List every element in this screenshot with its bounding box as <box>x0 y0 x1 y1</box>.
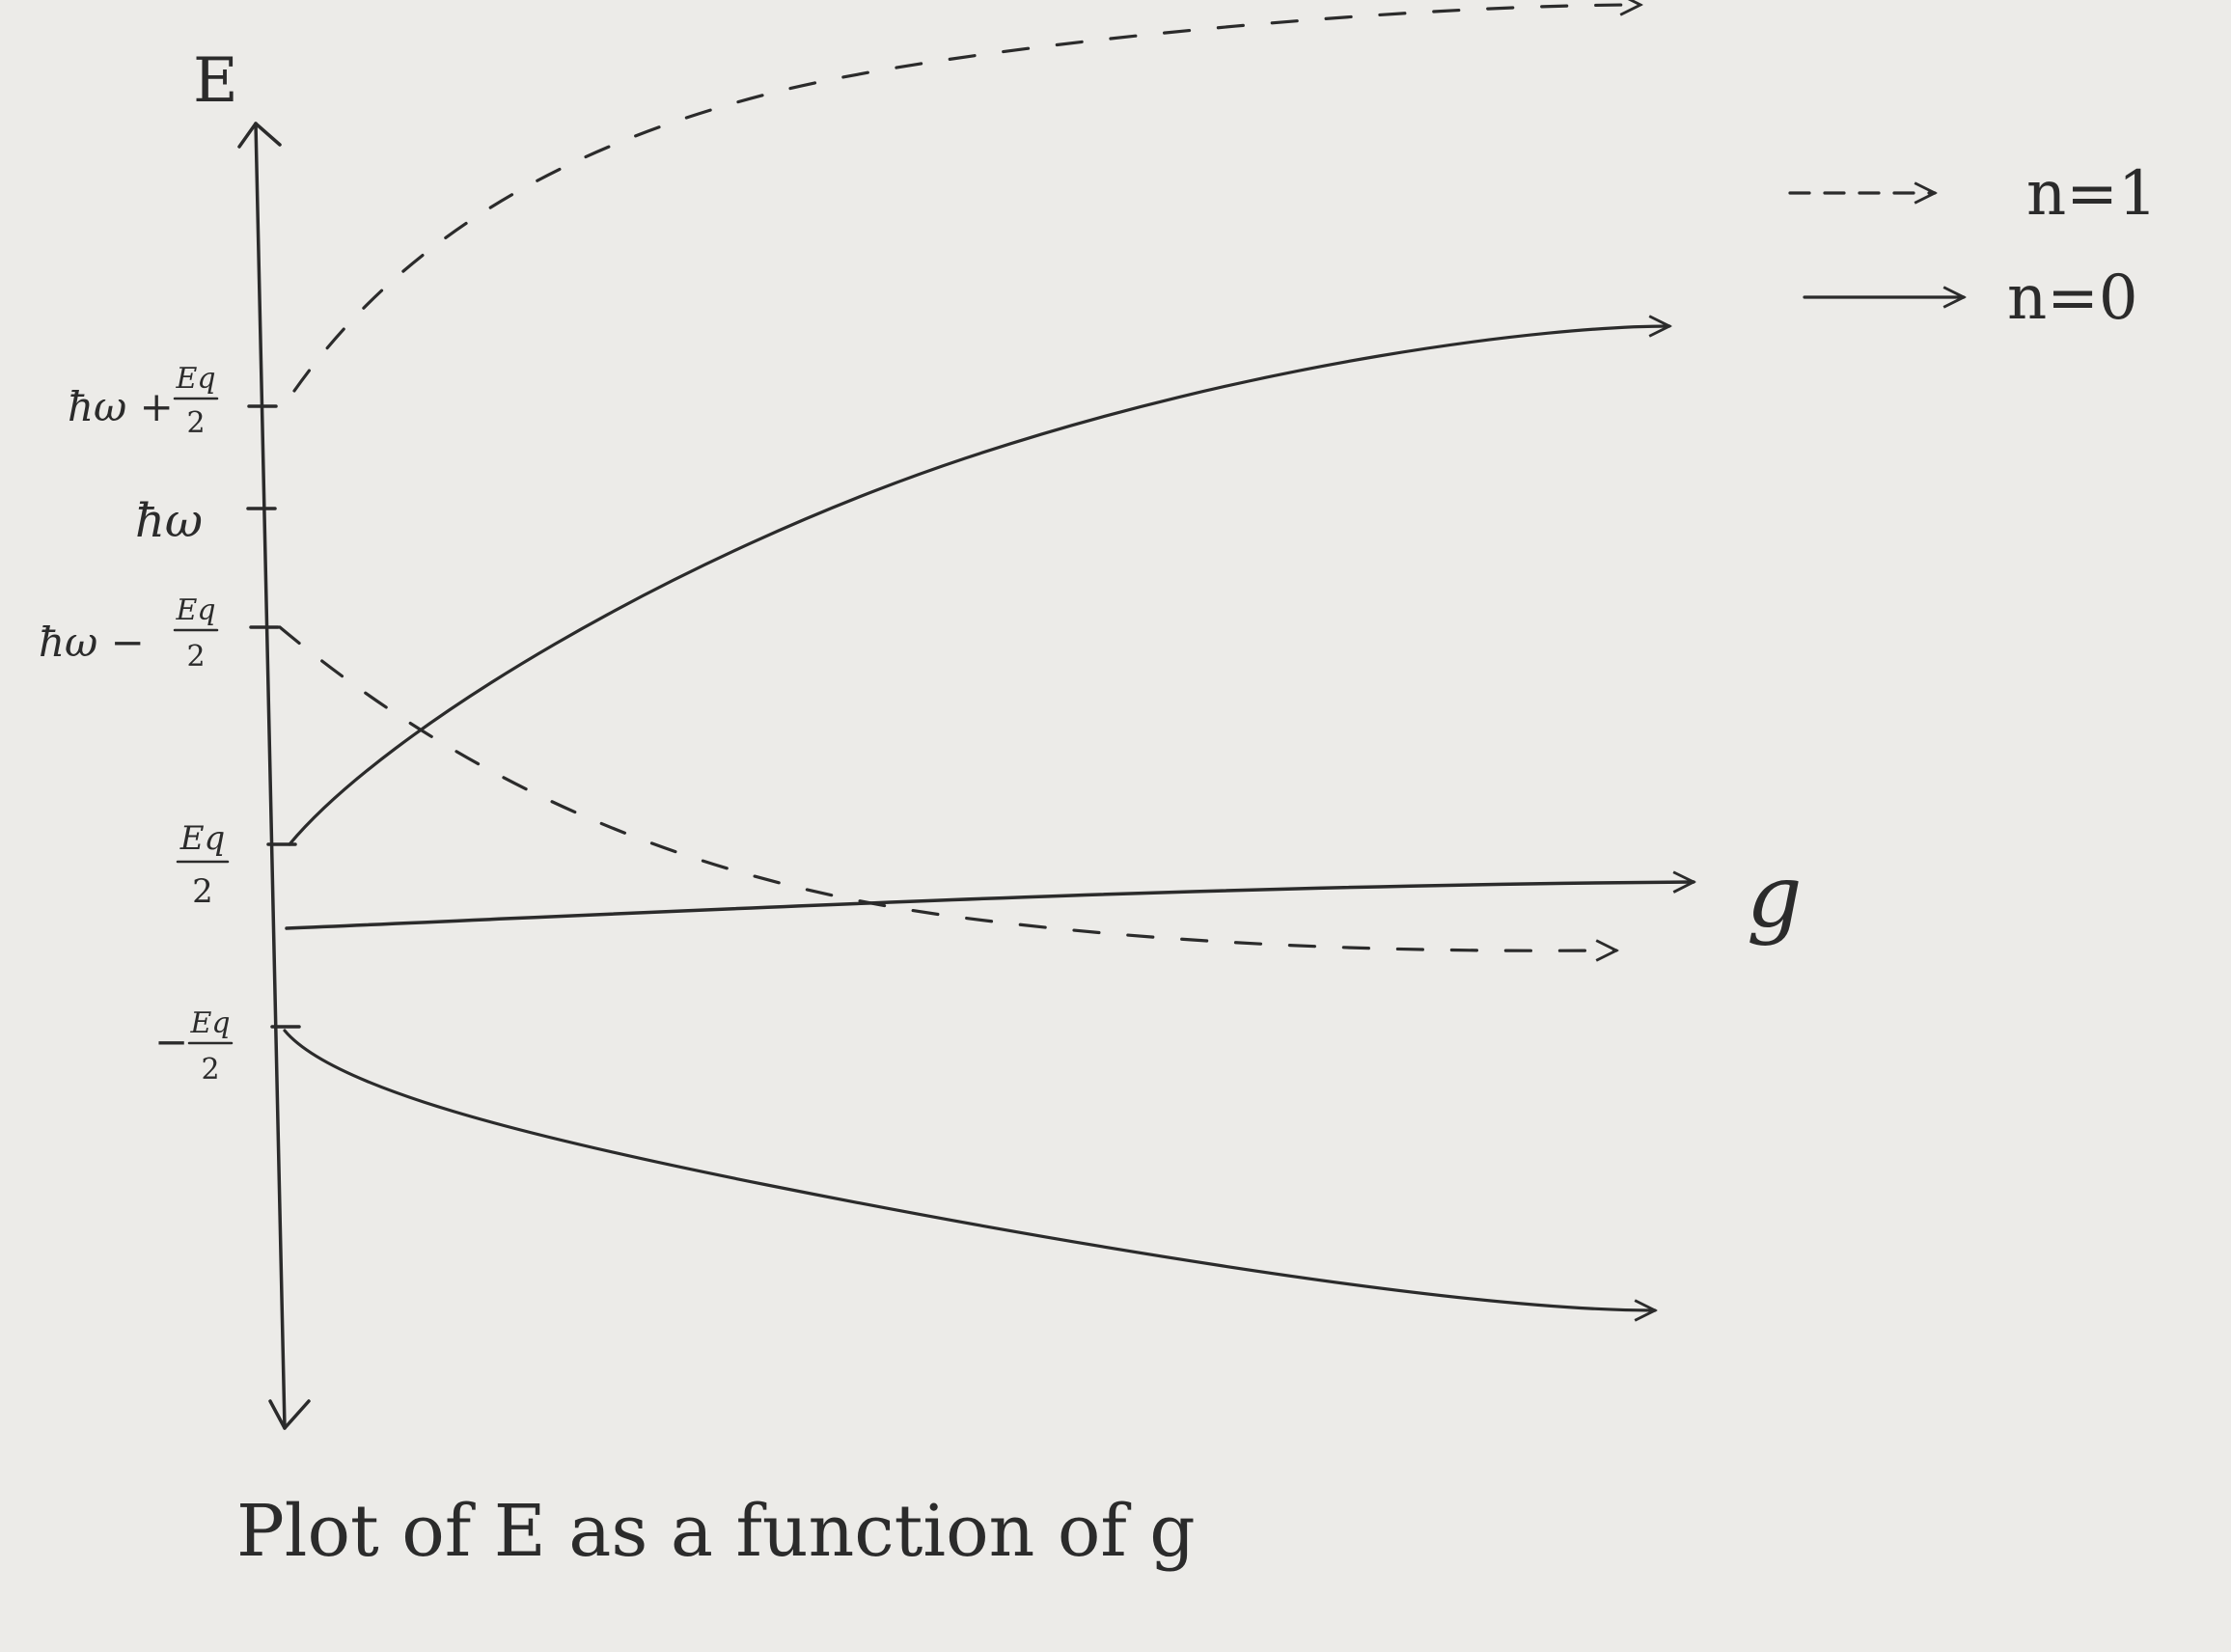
tick-fraction-numerator: Eq <box>189 1006 230 1040</box>
tick-label-prefix: ħω + <box>68 383 174 430</box>
series-line-solid-increasing <box>288 326 1669 846</box>
y-axis <box>254 122 287 1430</box>
tick-fraction-denominator: 2 <box>192 872 213 911</box>
series-line-dashed-decreasing <box>278 625 1616 950</box>
chart-title: Plot of E as a function of g <box>236 1490 1196 1573</box>
tick-fraction-numerator: Eq <box>175 362 215 396</box>
legend-label-n1: n=1 <box>2026 158 2158 230</box>
y-tick-label: − Eq 2 <box>154 1006 234 1087</box>
legend: n=1 n=0 <box>1788 158 2158 334</box>
tick-fraction-numerator: Eq <box>175 593 215 627</box>
x-axis <box>285 882 1694 930</box>
y-axis-bottom-arrowhead <box>268 1399 311 1430</box>
legend-label-n0: n=0 <box>2007 262 2138 334</box>
series-layer <box>278 5 1669 1310</box>
tick-fraction-denominator: 2 <box>201 1053 219 1087</box>
y-tick-label: ħω <box>135 494 203 548</box>
tick-fraction-denominator: 2 <box>186 406 205 440</box>
y-axis-top-arrowhead <box>237 122 282 149</box>
y-tick-label: ħω − Eq 2 <box>39 593 219 674</box>
y-tick-label: ħω + Eq 2 <box>68 362 219 440</box>
x-axis-label: g <box>1747 846 1803 948</box>
y-ticks: ħω + Eq 2 ħω ħω − Eq 2 Eq 2 − Eq 2 <box>39 362 301 1087</box>
series-line-dashed-increasing <box>292 5 1640 393</box>
tick-label-prefix: ħω − <box>39 619 145 666</box>
y-axis-label: E <box>193 45 238 117</box>
tick-label-prefix: − <box>154 1018 188 1065</box>
tick-fraction-denominator: 2 <box>186 640 205 674</box>
y-tick-label: Eq 2 <box>176 819 230 911</box>
tick-fraction-numerator: Eq <box>179 819 226 858</box>
series-line-solid-decreasing <box>283 1029 1655 1310</box>
